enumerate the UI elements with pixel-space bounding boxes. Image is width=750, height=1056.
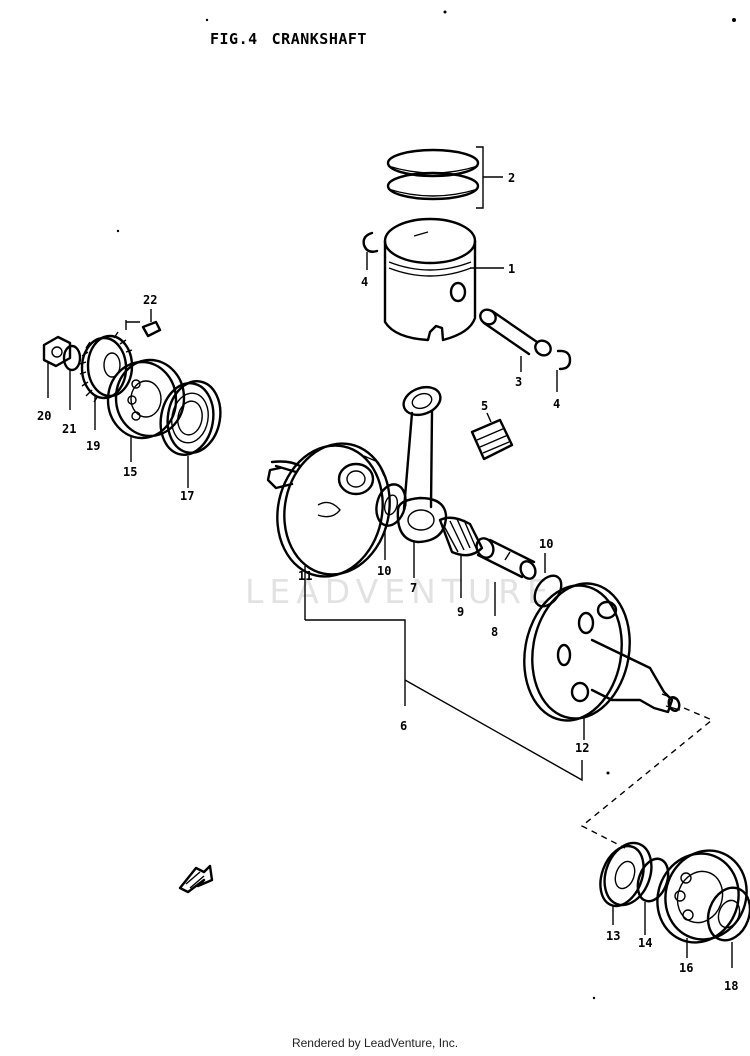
callout-9: 9 <box>457 605 464 619</box>
crank-pin <box>475 537 537 580</box>
assembly-dash-line <box>580 707 714 849</box>
callout-7: 7 <box>410 581 417 595</box>
callout-17: 17 <box>180 489 194 503</box>
callout-4-left: 4 <box>361 275 368 289</box>
callout-21: 21 <box>62 422 76 436</box>
lock-washer <box>62 344 82 372</box>
oil-seal-right <box>599 841 653 908</box>
figure-number: FIG.4 <box>210 30 258 48</box>
connecting-rod <box>396 385 448 544</box>
front-arrow-icon <box>178 864 214 894</box>
oil-seal-right-outer <box>706 886 750 942</box>
callout-12: 12 <box>575 741 589 755</box>
callout-11: 11 <box>298 569 312 583</box>
callout-10-left: 10 <box>377 564 391 578</box>
figure-name: CRANKSHAFT <box>271 30 367 48</box>
callout-5: 5 <box>481 399 488 413</box>
big-end-needle-bearing <box>438 516 484 557</box>
callout-18: 18 <box>724 979 738 993</box>
oil-seal-left <box>159 380 222 456</box>
figure-title: FIG.4 CRANKSHAFT <box>210 30 381 48</box>
needle-bearing-small-end <box>470 418 514 461</box>
callout-16: 16 <box>679 961 693 975</box>
callout-10-right: 10 <box>539 537 553 551</box>
woodruff-key <box>125 320 162 338</box>
callout-15: 15 <box>123 465 137 479</box>
callout-2: 2 <box>508 171 515 185</box>
footer-credit: Rendered by LeadVenture, Inc. <box>291 1036 459 1050</box>
callout-20: 20 <box>37 409 51 423</box>
callout-4-right: 4 <box>553 397 560 411</box>
watermark: LEADVENTURE <box>245 572 554 611</box>
callout-13: 13 <box>606 929 620 943</box>
callout-1: 1 <box>508 262 515 276</box>
thrust-washer-left <box>375 483 407 527</box>
crank-web-left <box>266 442 391 578</box>
callout-3: 3 <box>515 375 522 389</box>
callout-8: 8 <box>491 625 498 639</box>
bracket-leader-6 <box>305 619 583 782</box>
callout-19: 19 <box>86 439 100 453</box>
callout-22: 22 <box>143 293 157 307</box>
crank-nut <box>42 335 72 368</box>
callout-6: 6 <box>400 719 407 733</box>
piston-rings <box>386 148 480 201</box>
piston-pin <box>479 308 552 357</box>
bracket-leader-2 <box>476 146 503 209</box>
crank-web-right <box>523 582 681 722</box>
main-bearing-right <box>656 849 748 944</box>
piston-pin-clip-left <box>362 231 379 253</box>
main-bearing-left <box>106 358 186 440</box>
piston <box>383 217 477 342</box>
piston-pin-clip-right <box>556 349 572 371</box>
leader-5 <box>486 412 492 423</box>
callout-14: 14 <box>638 936 652 950</box>
